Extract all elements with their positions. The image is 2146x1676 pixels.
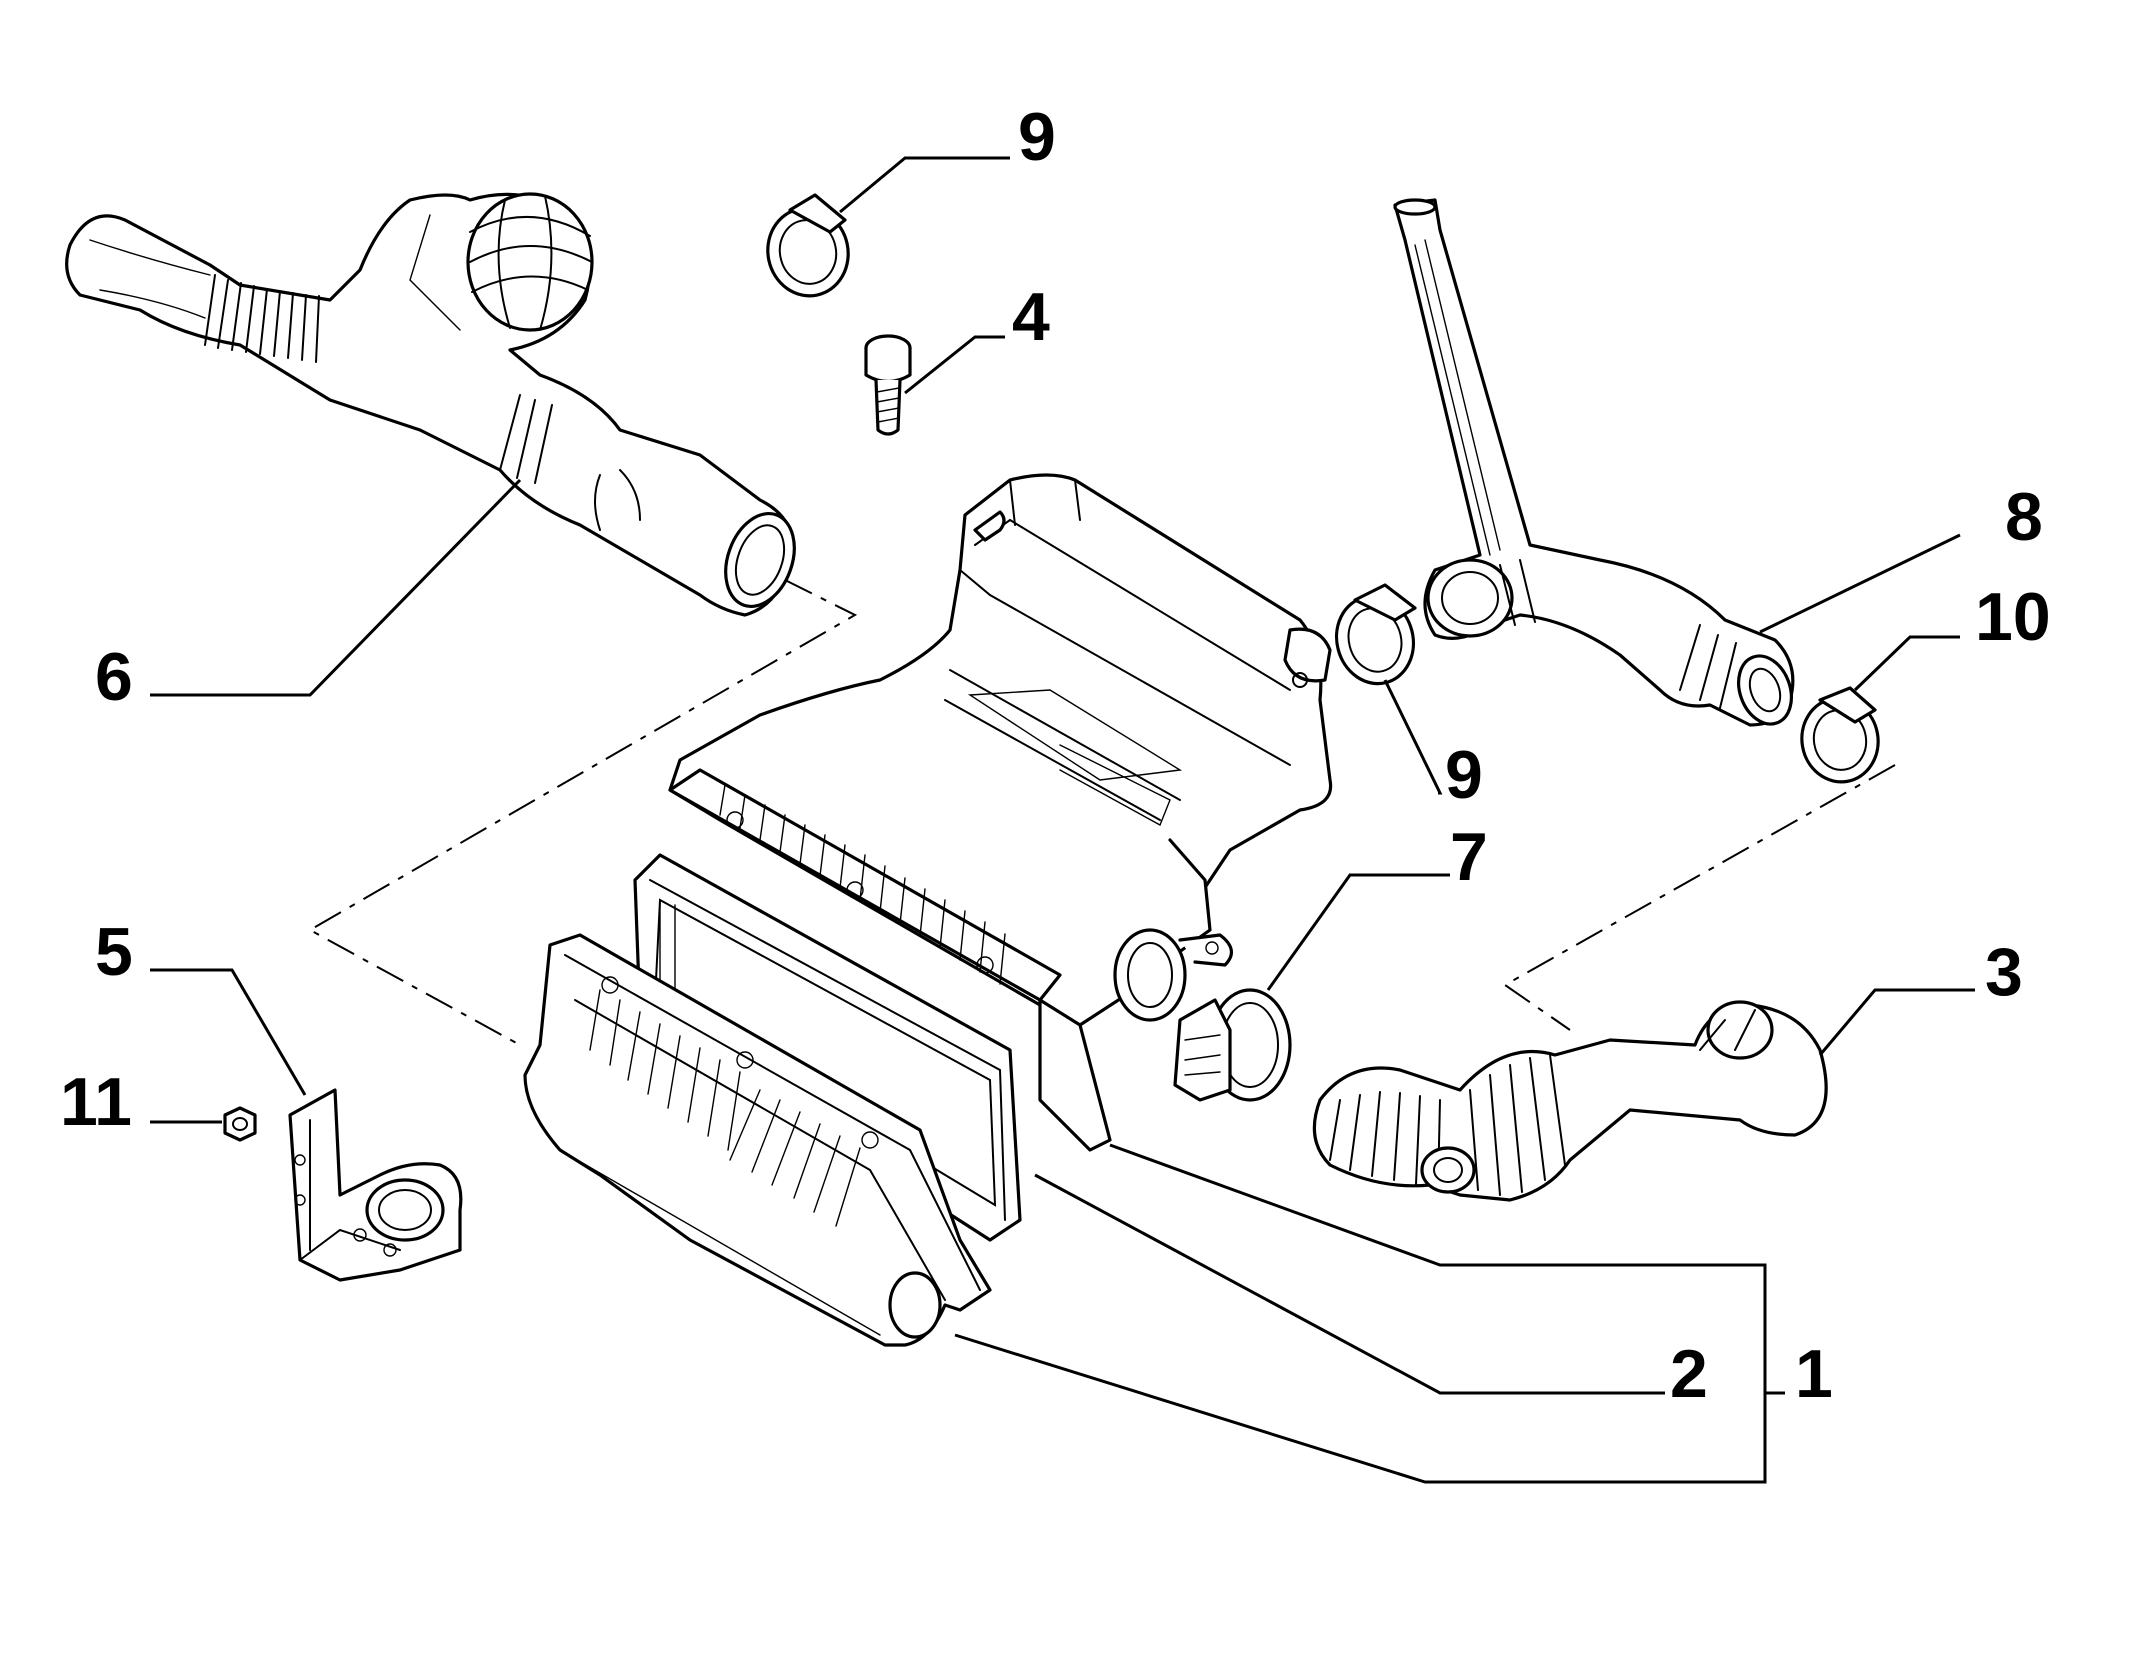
leader-3 xyxy=(1818,988,1975,1056)
callout-8: 8 xyxy=(2005,479,2043,555)
part-4-bolt xyxy=(864,334,912,436)
leader-4 xyxy=(904,335,1005,395)
leader-1-bracket-lower xyxy=(954,1333,1767,1484)
assembly-axis-lines xyxy=(307,579,1896,1046)
callout-10: 10 xyxy=(1975,579,2051,655)
leader-7 xyxy=(1266,873,1450,991)
callout-9-right: 9 xyxy=(1445,737,1483,813)
leader-2 xyxy=(1034,1173,1665,1395)
callout-1: 1 xyxy=(1795,1336,1833,1412)
part-8-breather-pipe xyxy=(1393,198,1795,727)
part-1-air-filter-cover-lower xyxy=(523,933,992,1347)
callout-4: 4 xyxy=(1012,279,1050,355)
callout-6: 6 xyxy=(95,639,133,715)
callout-7: 7 xyxy=(1450,819,1488,895)
leader-9-top xyxy=(839,156,1010,214)
callout-9-top: 9 xyxy=(1018,99,1056,175)
leader-9-right xyxy=(1383,679,1443,795)
callout-11: 11 xyxy=(60,1064,132,1140)
part-10-hose-clamp xyxy=(1800,686,1880,784)
part-9-hose-clamp-top xyxy=(766,193,850,298)
callout-2: 2 xyxy=(1670,1336,1708,1412)
leader-lines xyxy=(150,156,1975,1484)
part-3-corrugated-hose xyxy=(1312,1000,1828,1202)
part-5-mounting-bracket xyxy=(288,1088,463,1282)
part-7-hose-clamp xyxy=(1173,988,1292,1102)
callout-3: 3 xyxy=(1985,934,2023,1010)
leader-8 xyxy=(1759,533,1961,634)
part-6-intake-duct xyxy=(65,192,796,617)
callout-labels: 9 4 8 10 6 9 7 5 3 11 2 1 xyxy=(60,99,2051,1412)
part-9-hose-clamp-right xyxy=(1334,583,1417,686)
leader-1-bracket xyxy=(1109,1143,1785,1395)
part-11-nut xyxy=(223,1106,257,1142)
leader-5 xyxy=(150,968,307,1096)
leader-6 xyxy=(150,478,522,697)
callout-5: 5 xyxy=(95,914,133,990)
leader-10 xyxy=(1853,635,1960,692)
part-1-air-filter-housing-upper xyxy=(668,473,1333,1152)
